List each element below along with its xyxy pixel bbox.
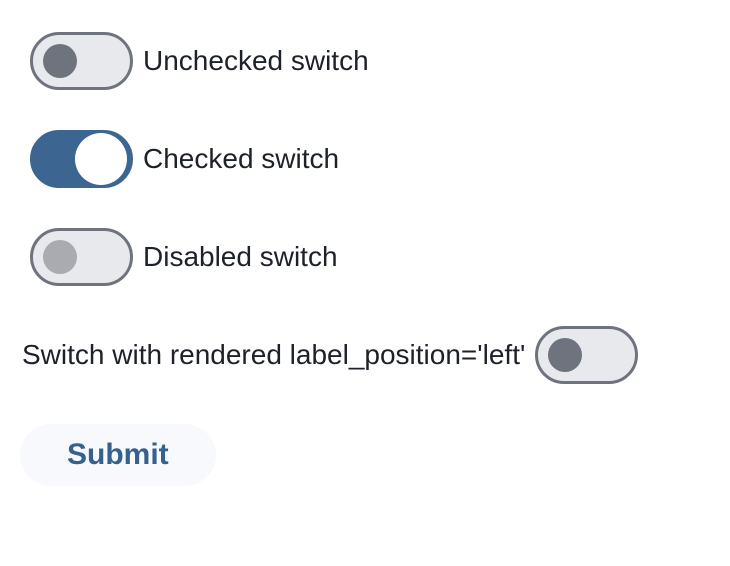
switch-label: Switch with rendered label_position='lef… — [22, 339, 526, 371]
switch-label: Disabled switch — [143, 241, 338, 273]
switch-row-label-left: Switch with rendered label_position='lef… — [20, 326, 730, 384]
switch-thumb — [43, 240, 77, 274]
checked-switch[interactable] — [30, 130, 133, 188]
unchecked-switch[interactable] — [30, 32, 133, 90]
switch-thumb — [75, 133, 127, 185]
switch-thumb — [548, 338, 583, 372]
disabled-switch — [30, 228, 133, 286]
switch-label: Checked switch — [143, 143, 340, 175]
switch-row-checked: Checked switch — [20, 130, 730, 188]
switch-thumb — [43, 44, 77, 78]
switch-row-unchecked: Unchecked switch — [20, 32, 730, 90]
switch-row-disabled: Disabled switch — [20, 228, 730, 286]
switch-label: Unchecked switch — [143, 45, 369, 77]
label-left-switch[interactable] — [535, 326, 639, 384]
submit-button[interactable]: Submit — [20, 424, 216, 486]
